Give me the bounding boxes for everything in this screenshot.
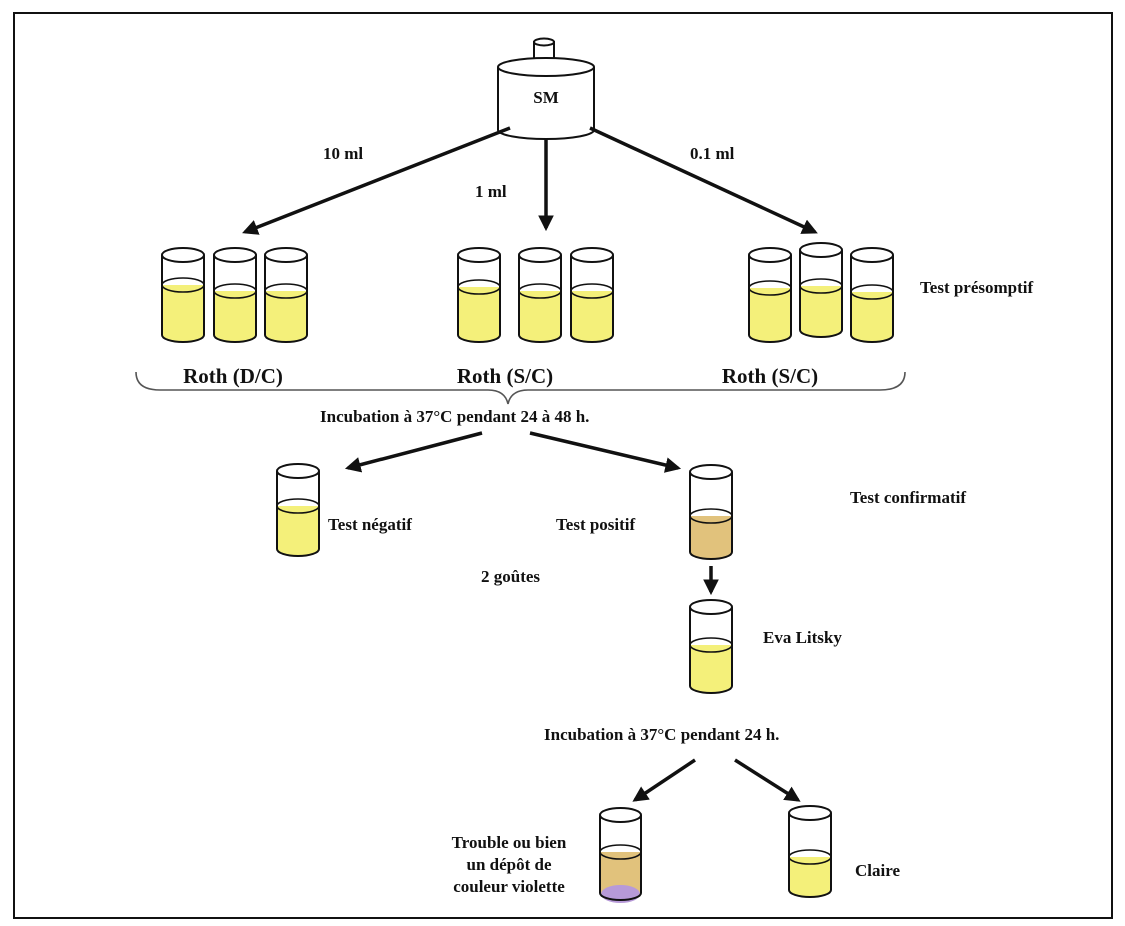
presumptive-tube-3 (264, 247, 308, 343)
incubation-1: Incubation à 37°C pendant 24 à 48 h. (320, 407, 589, 426)
presumptive-tube-2 (213, 247, 257, 343)
eva-litsky-label: Eva Litsky (763, 628, 842, 647)
volume-right: 0.1 ml (690, 144, 735, 163)
source-bottle (497, 37, 595, 140)
presumptive-tubes (161, 242, 894, 343)
negative-label: Test négatif (328, 515, 412, 534)
presumptive-label: Test présomptif (920, 278, 1034, 297)
presumptive-tube-1 (161, 247, 205, 343)
grouping-brace (135, 371, 906, 405)
figure-border (13, 12, 1113, 919)
presumptive-tube-5 (518, 247, 562, 343)
clear-label: Claire (855, 861, 900, 880)
roth-group-2: Roth (S/C) (457, 364, 553, 388)
presumptive-tube-8 (799, 242, 843, 338)
roth-group-1: Roth (D/C) (183, 364, 283, 388)
presumptive-tube-7 (748, 247, 792, 343)
volume-center: 1 ml (475, 182, 507, 201)
trouble-tube (599, 807, 642, 903)
drops-label: 2 goûtes (481, 567, 540, 586)
positive-label: Test positif (556, 515, 636, 534)
confirmatory-label: Test confirmatif (850, 488, 966, 507)
positive-tube (689, 464, 733, 560)
single-tubes (276, 463, 832, 903)
arrow-to-clear (734, 758, 801, 802)
trouble-line-1: Trouble ou bien (452, 833, 567, 852)
volume-left: 10 ml (323, 144, 363, 163)
trouble-line-3: couleur violette (453, 877, 565, 896)
arrow-to-negative (344, 431, 483, 473)
arrow-to-trouble (632, 758, 696, 802)
roth-group-3: Roth (S/C) (722, 364, 818, 388)
trouble-line-2: un dépôt de (466, 855, 551, 874)
presumptive-tube-6 (570, 247, 614, 343)
clear-tube (788, 805, 832, 898)
arrow-to-left-group (242, 126, 511, 235)
incubation-2: Incubation à 37°C pendant 24 h. (544, 725, 779, 744)
arrow-to-right-group (589, 126, 818, 234)
arrow-to-positive (529, 431, 682, 473)
source-label: SM (533, 88, 559, 107)
eva-litsky-tube (689, 599, 733, 694)
negative-tube (276, 463, 320, 557)
presumptive-tube-4 (457, 247, 501, 343)
presumptive-tube-9 (850, 247, 894, 343)
